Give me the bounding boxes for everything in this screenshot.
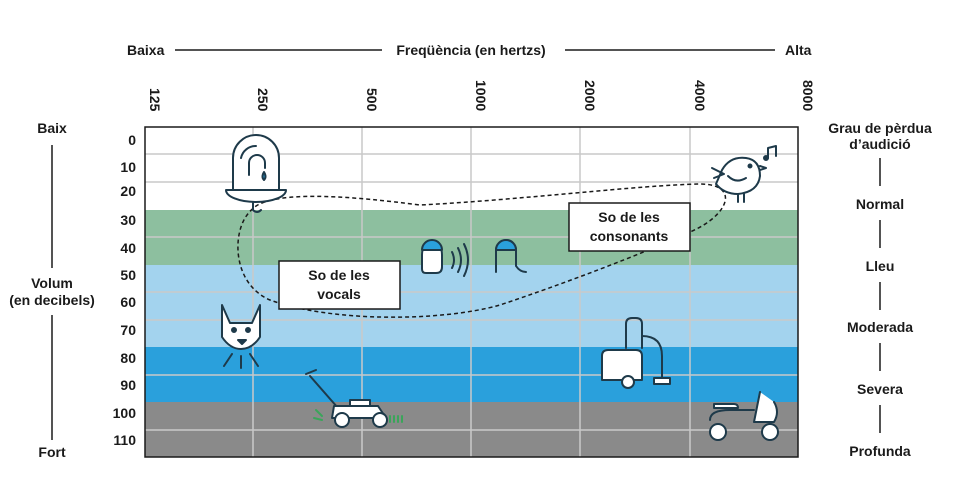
decibel-tick: 10 <box>120 159 136 175</box>
decibel-tick: 90 <box>120 377 136 393</box>
decibel-tick: 70 <box>120 322 136 338</box>
hearing-loss-mild: Lleu <box>866 258 895 274</box>
hearing-loss-title: Grau de pèrdua <box>828 120 932 136</box>
chart-frame <box>144 126 799 458</box>
speech-banana-outline <box>237 183 727 318</box>
lawn-mower-icon <box>305 369 403 428</box>
frequency-tick: 125 <box>147 88 163 112</box>
vowels-label-line1: So de les <box>308 267 370 283</box>
volume-low-label: Baix <box>37 120 67 136</box>
hearing-loss-severe: Severa <box>857 381 903 397</box>
volume-axis-subtitle: (en decibels) <box>9 292 95 308</box>
vowels-label-line2: vocals <box>317 286 361 302</box>
grid <box>145 127 798 457</box>
volume-high-label: Fort <box>38 444 66 460</box>
frequency-tick: 2000 <box>582 80 598 111</box>
consonants-zone-box: So de les consonants <box>568 202 691 252</box>
hearing-loss-normal: Normal <box>856 196 904 212</box>
frequency-axis: Baixa Freqüència (en hertzs) Alta <box>127 42 812 58</box>
hearing-loss-axis: Grau de pèrdua d’audició Normal Lleu Mod… <box>828 120 932 459</box>
frequency-high-label: Alta <box>785 42 812 58</box>
hearing-loss-subtitle: d’audició <box>849 136 910 152</box>
frequency-axis-title: Freqüència (en hertzs) <box>396 42 545 58</box>
dog-icon <box>221 304 261 369</box>
hearing-loss-profound: Profunda <box>849 443 911 459</box>
consonants-label-line2: consonants <box>590 228 669 244</box>
decibel-tick: 20 <box>120 183 136 199</box>
scooter-icon <box>709 381 779 441</box>
decibel-tick: 60 <box>120 294 136 310</box>
decibel-tick: 40 <box>120 240 136 256</box>
hearing-loss-moderate: Moderada <box>847 319 913 335</box>
decibel-tick: 30 <box>120 212 136 228</box>
frequency-tick: 1000 <box>473 80 489 111</box>
decibel-ticks: 0 10 20 30 40 50 60 70 80 90 100 110 <box>113 132 137 448</box>
frequency-low-label: Baixa <box>127 42 165 58</box>
decibel-tick: 110 <box>113 432 136 448</box>
speaking-heads-icon <box>421 239 527 277</box>
decibel-tick: 100 <box>113 405 137 421</box>
bird-icon <box>711 145 777 203</box>
volume-axis-title: Volum <box>31 275 73 291</box>
frequency-tick: 250 <box>255 88 271 112</box>
frequency-ticks: 125 250 500 1000 2000 4000 8000 <box>147 80 816 112</box>
decibel-tick: 80 <box>120 350 136 366</box>
faucet-icon <box>225 134 287 213</box>
vowels-zone-box: So de les vocals <box>278 260 401 310</box>
decibel-tick: 50 <box>120 267 136 283</box>
consonants-label-line1: So de les <box>598 209 660 225</box>
frequency-tick: 4000 <box>692 80 708 111</box>
frequency-tick: 8000 <box>800 80 816 111</box>
frequency-tick: 500 <box>364 88 380 112</box>
decibel-tick: 0 <box>128 132 136 148</box>
vacuum-cleaner-icon <box>601 317 671 389</box>
volume-axis: Baix Volum (en decibels) Fort <box>9 120 95 460</box>
